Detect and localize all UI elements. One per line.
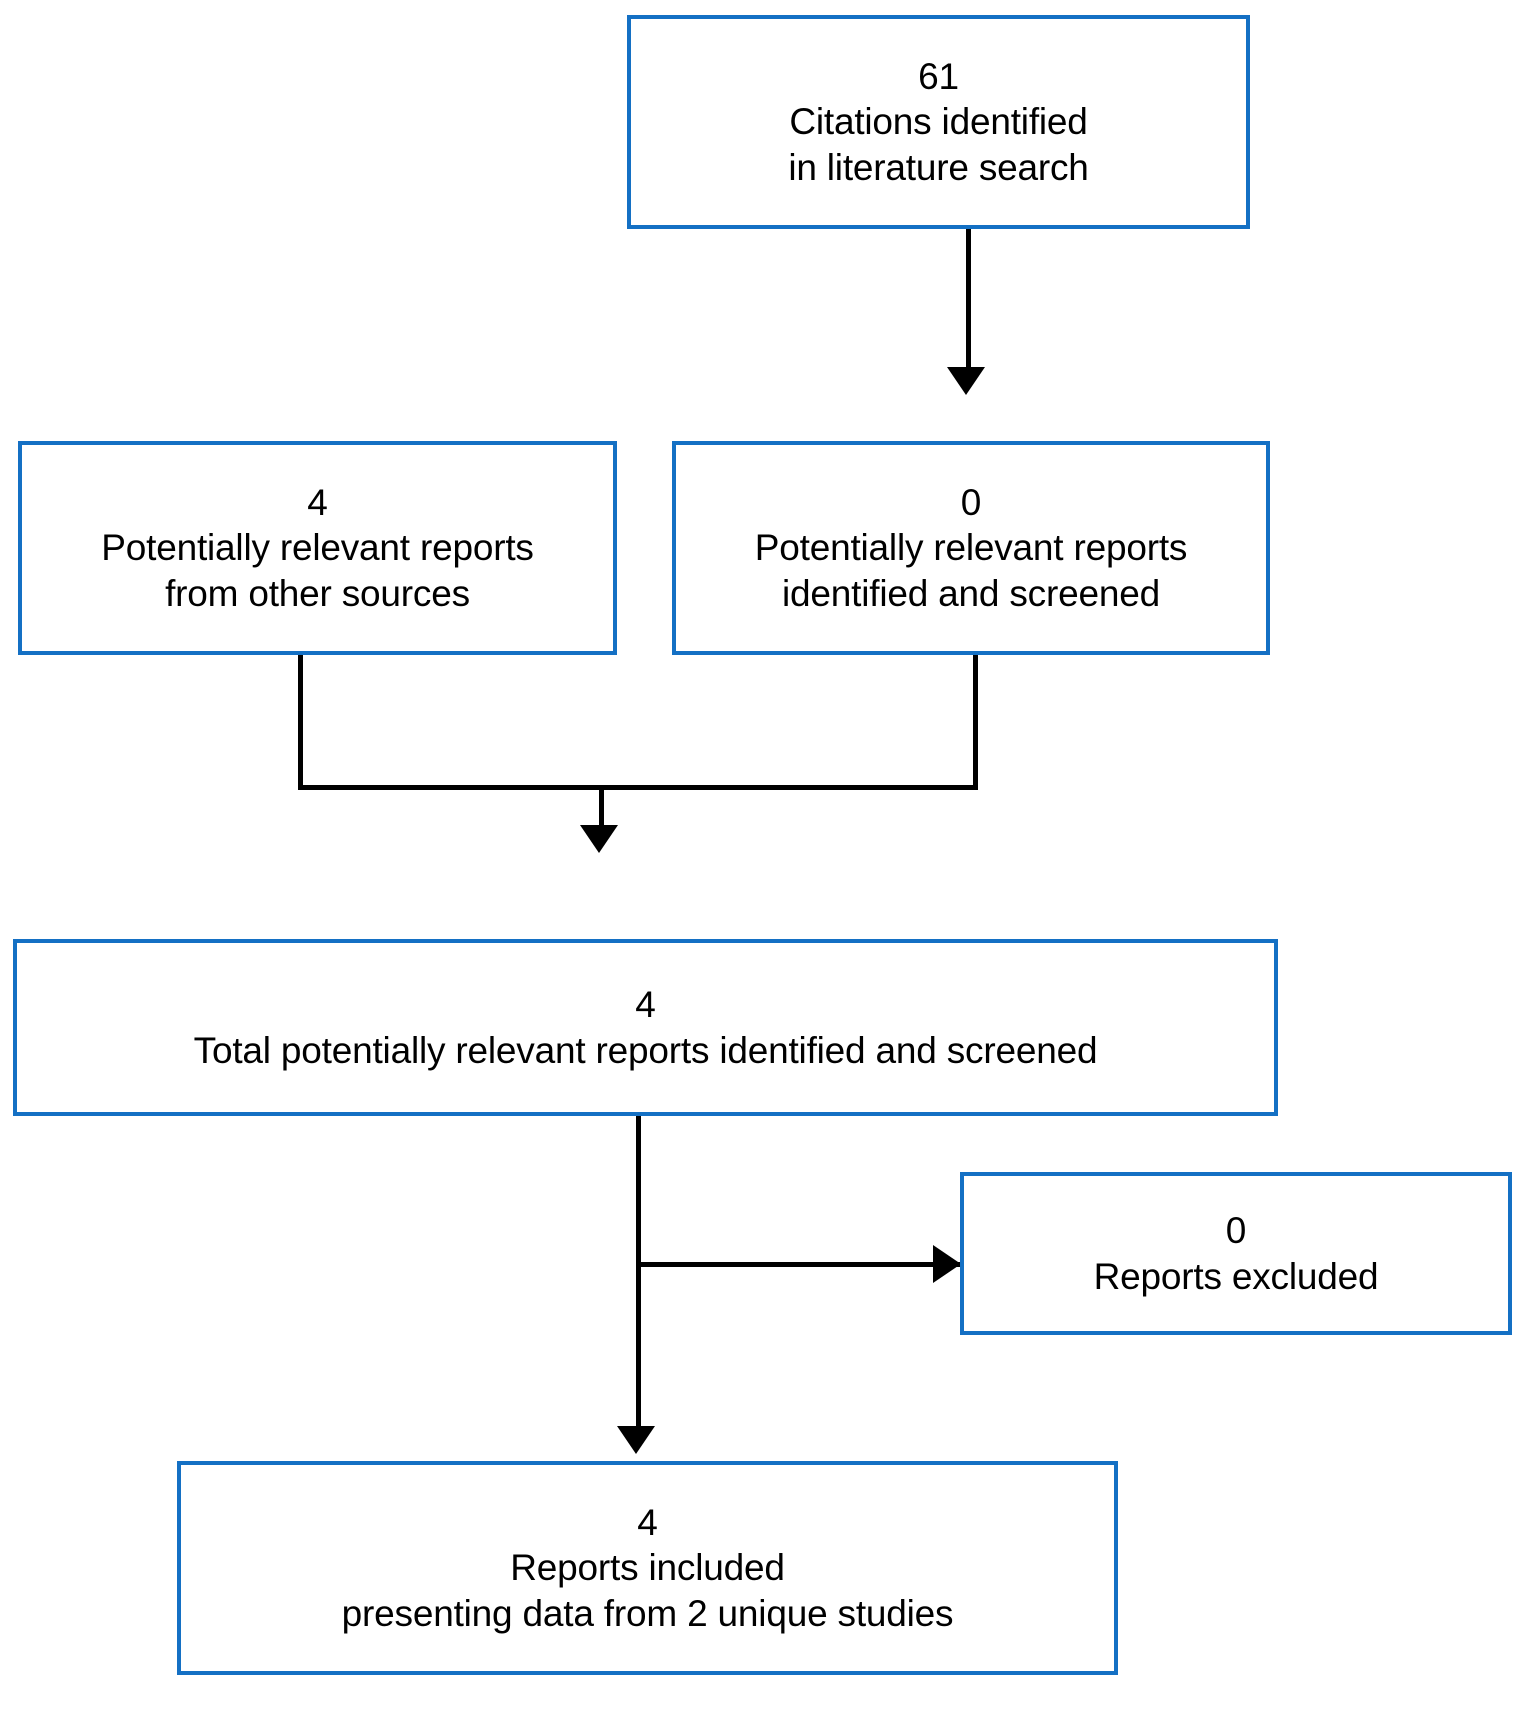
node-citations-identified-line1: Citations identified: [789, 101, 1088, 143]
node-reports-included-line2: presenting data from 2 unique studies: [341, 1592, 954, 1634]
connector-merge-arrowhead-icon: [580, 825, 618, 853]
node-reports-included: 4 Reports included presenting data from …: [177, 1461, 1118, 1675]
node-reports-identified-screened-line1: Potentially relevant reports: [754, 527, 1188, 569]
node-reports-identified-screened-line2: identified and screened: [781, 572, 1160, 614]
node-reports-other-sources-line1: Potentially relevant reports: [101, 527, 534, 569]
connector-screened-stem: [973, 655, 978, 789]
connector-to-excluded-bar: [641, 1262, 961, 1267]
connector-to-excluded-arrowhead-icon: [933, 1245, 961, 1283]
node-reports-included-line1: Reports included: [510, 1547, 785, 1589]
node-total-reports-screened: 4 Total potentially relevant reports ide…: [13, 939, 1278, 1116]
connector-merge-bar: [298, 785, 978, 790]
node-citations-identified-count: 61: [918, 56, 959, 98]
connector-total-to-included-stem: [636, 1116, 641, 1428]
node-reports-excluded: 0 Reports excluded: [960, 1172, 1512, 1335]
node-reports-identified-screened-count: 0: [960, 482, 982, 524]
node-reports-excluded-line1: Reports excluded: [1093, 1255, 1379, 1297]
connector-total-to-included-arrowhead-icon: [617, 1426, 655, 1454]
node-citations-identified-line2: in literature search: [788, 146, 1089, 188]
node-citations-identified: 61 Citations identified in literature se…: [627, 15, 1250, 229]
node-reports-included-count: 4: [637, 1502, 658, 1544]
connector-identified-to-screened-stem: [966, 229, 971, 369]
connector-other-sources-stem: [298, 655, 303, 789]
node-reports-other-sources: 4 Potentially relevant reports from othe…: [18, 441, 617, 655]
node-reports-other-sources-line2: from other sources: [165, 572, 470, 614]
node-total-reports-screened-count: 4: [635, 984, 656, 1026]
node-reports-excluded-count: 0: [1225, 1210, 1247, 1252]
node-total-reports-screened-line1: Total potentially relevant reports ident…: [193, 1029, 1098, 1071]
connector-identified-to-screened-arrowhead-icon: [947, 367, 985, 395]
node-reports-other-sources-count: 4: [307, 482, 328, 524]
connector-merge-drop: [599, 785, 604, 827]
node-reports-identified-screened: 0 Potentially relevant reports identifie…: [672, 441, 1270, 655]
